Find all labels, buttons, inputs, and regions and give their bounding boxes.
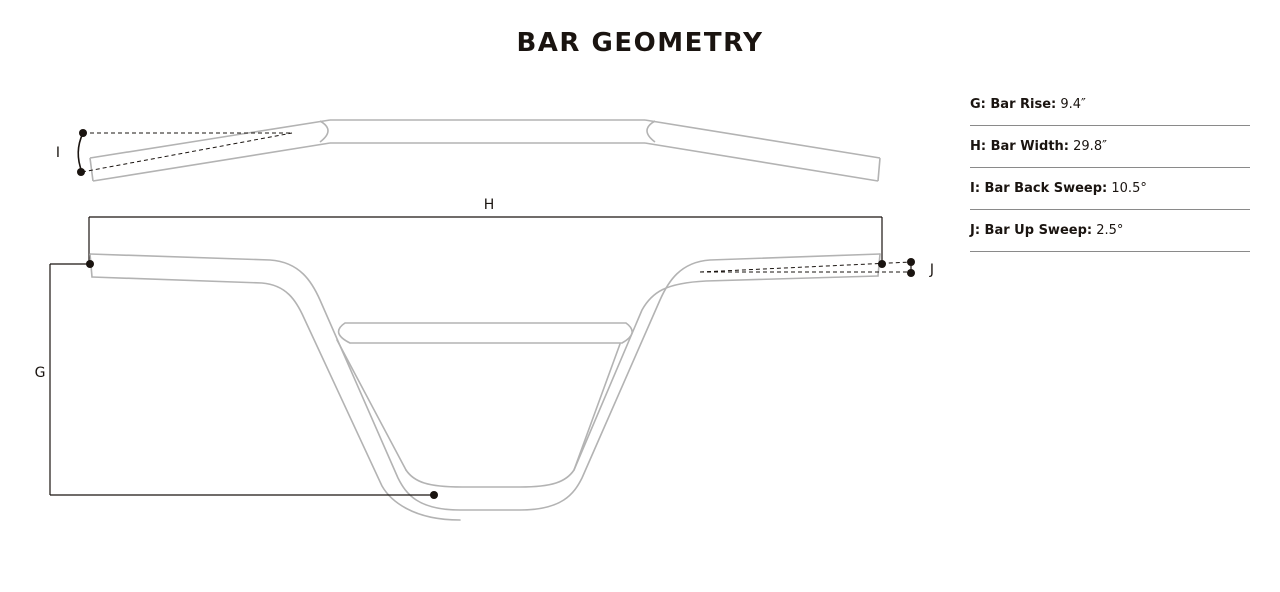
dimension-h-label: H bbox=[484, 197, 495, 213]
dimension-j-up-sweep: J bbox=[699, 258, 934, 278]
front-view-crossbar bbox=[337, 322, 633, 344]
dimension-j-label: J bbox=[929, 262, 934, 278]
dimension-g-marker-top bbox=[86, 260, 94, 268]
page-title: BAR GEOMETRY bbox=[516, 28, 764, 58]
spec-label: I: Bar Back Sweep: bbox=[970, 181, 1108, 196]
dimension-j-marker-bar-end bbox=[878, 260, 886, 268]
spec-value: 9.4″ bbox=[1060, 97, 1086, 112]
dimension-i-back-sweep: I bbox=[56, 129, 293, 176]
front-view-inner-outline-lower bbox=[405, 275, 879, 488]
dimension-j-sweep-line bbox=[699, 261, 912, 273]
dimension-g-bar-rise: G bbox=[35, 260, 438, 499]
geometry-spec-list: G: Bar Rise: 9.4″ H: Bar Width: 29.8″ I:… bbox=[970, 84, 1250, 252]
front-view-outer-outline bbox=[89, 253, 881, 511]
dimension-j-marker-bottom bbox=[907, 269, 915, 277]
front-view-inner-right-leg bbox=[573, 343, 621, 471]
spec-value: 10.5° bbox=[1111, 181, 1147, 196]
spec-label: J: Bar Up Sweep: bbox=[970, 223, 1093, 238]
dimension-g-label: G bbox=[35, 365, 46, 381]
dimension-j-marker-top bbox=[907, 258, 915, 266]
spec-label: G: Bar Rise: bbox=[970, 97, 1057, 112]
top-view-center-section bbox=[319, 119, 656, 144]
dimension-h-bar-width: H bbox=[88, 197, 883, 262]
spec-label: H: Bar Width: bbox=[970, 139, 1069, 154]
spec-bar-rise: G: Bar Rise: 9.4″ bbox=[970, 84, 1250, 126]
front-view-inner-left-leg bbox=[336, 339, 407, 471]
spec-bar-up-sweep: J: Bar Up Sweep: 2.5° bbox=[970, 210, 1250, 252]
dimension-g-marker-bottom bbox=[430, 491, 438, 499]
dimension-i-sweep-line bbox=[81, 132, 293, 173]
spec-value: 29.8″ bbox=[1073, 139, 1107, 154]
bar-geometry-diagram: I H G J bbox=[35, 119, 934, 521]
front-view-inner-outline bbox=[91, 276, 461, 521]
top-view-left-grip bbox=[89, 119, 331, 182]
spec-bar-back-sweep: I: Bar Back Sweep: 10.5° bbox=[970, 168, 1250, 210]
spec-value: 2.5° bbox=[1096, 223, 1124, 238]
dimension-i-arc bbox=[77, 132, 84, 173]
top-view-right-grip bbox=[644, 119, 881, 182]
dimension-i-marker-top bbox=[79, 129, 87, 137]
handlebar-front-view bbox=[89, 253, 881, 521]
dimension-i-label: I bbox=[56, 145, 60, 161]
spec-bar-width: H: Bar Width: 29.8″ bbox=[970, 126, 1250, 168]
handlebar-top-view bbox=[89, 119, 881, 182]
dimension-i-marker-bottom bbox=[77, 168, 85, 176]
